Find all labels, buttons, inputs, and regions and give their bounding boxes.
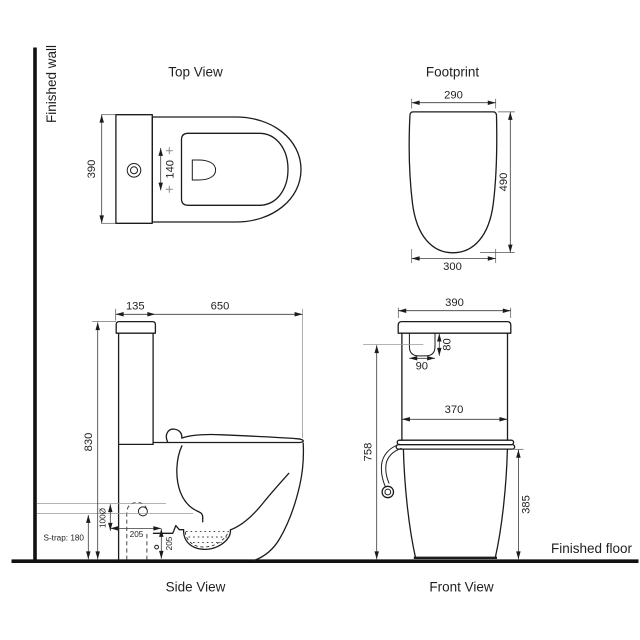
dim-outlet-diameter: 100Ø [99,507,108,528]
top-view-cistern [115,114,153,224]
side-sump-hidden-arc [184,531,228,548]
top-view-title: Top View [168,65,223,80]
side-seat-profile [152,428,304,444]
side-tank-body [117,332,154,561]
dim-footprint-bottom: 300 [443,261,462,273]
dim-hinge-spacing: 140 [164,160,176,179]
top-view-button-inner [130,166,138,175]
dim-tank-width: 370 [445,404,464,416]
top-view-button-outer [126,163,142,178]
front-view-title: Front View [429,580,494,595]
front-supply-hose-inner [385,447,402,484]
front-tank-lid [397,320,512,334]
finished-floor-label: Finished floor [551,541,633,556]
dim-tank-depth: 135 [126,301,145,313]
front-flush-button [408,332,436,357]
hinge-center-mark [165,185,173,193]
dim-top-view-width: 390 [86,160,98,179]
top-view-seat-outline [151,116,302,223]
dim-button-height: 80 [442,338,454,350]
dim-overall-depth: 650 [211,301,230,313]
dim-overall-width: 390 [445,297,464,309]
finished-wall-label: Finished wall [44,45,59,123]
front-supply-hose-outer [380,443,401,487]
front-bowl-sides [402,448,509,559]
dim-footprint-top: 290 [444,90,463,102]
side-fixing-hole [154,544,160,550]
dim-outlet-offset-v: 205 [165,536,174,550]
side-sump-outline [152,524,232,551]
dim-overall-height: 830 [83,433,95,452]
footprint-outline [408,111,498,254]
dim-bowl-height: 385 [520,495,532,514]
dim-s-trap: S-trap: 180 [43,533,84,542]
side-bowl-front-inner [176,445,204,523]
front-hose-fitting-inner [384,488,392,496]
dim-button-width: 90 [416,361,428,373]
side-tank-lid [115,320,157,334]
top-view-flush-outlet [191,159,217,181]
dim-flush-height: 758 [362,443,374,462]
side-trap-outlet-circle [137,506,148,517]
front-hose-fitting-outer [381,485,395,499]
side-trap-hidden-left [126,502,148,560]
footprint-title: Footprint [426,65,480,80]
dim-footprint-depth: 490 [498,173,510,192]
side-outer-shell [253,442,305,562]
front-seat-bar [395,443,516,450]
side-view-title: Side View [166,580,226,595]
dim-outlet-offset-h: 205 [130,530,144,539]
side-outlet-shell [229,472,290,531]
hinge-center-mark [165,147,173,155]
front-seat-lid-bar [396,439,515,446]
top-view-seat-inner [180,132,289,206]
front-tank-body [401,332,509,441]
